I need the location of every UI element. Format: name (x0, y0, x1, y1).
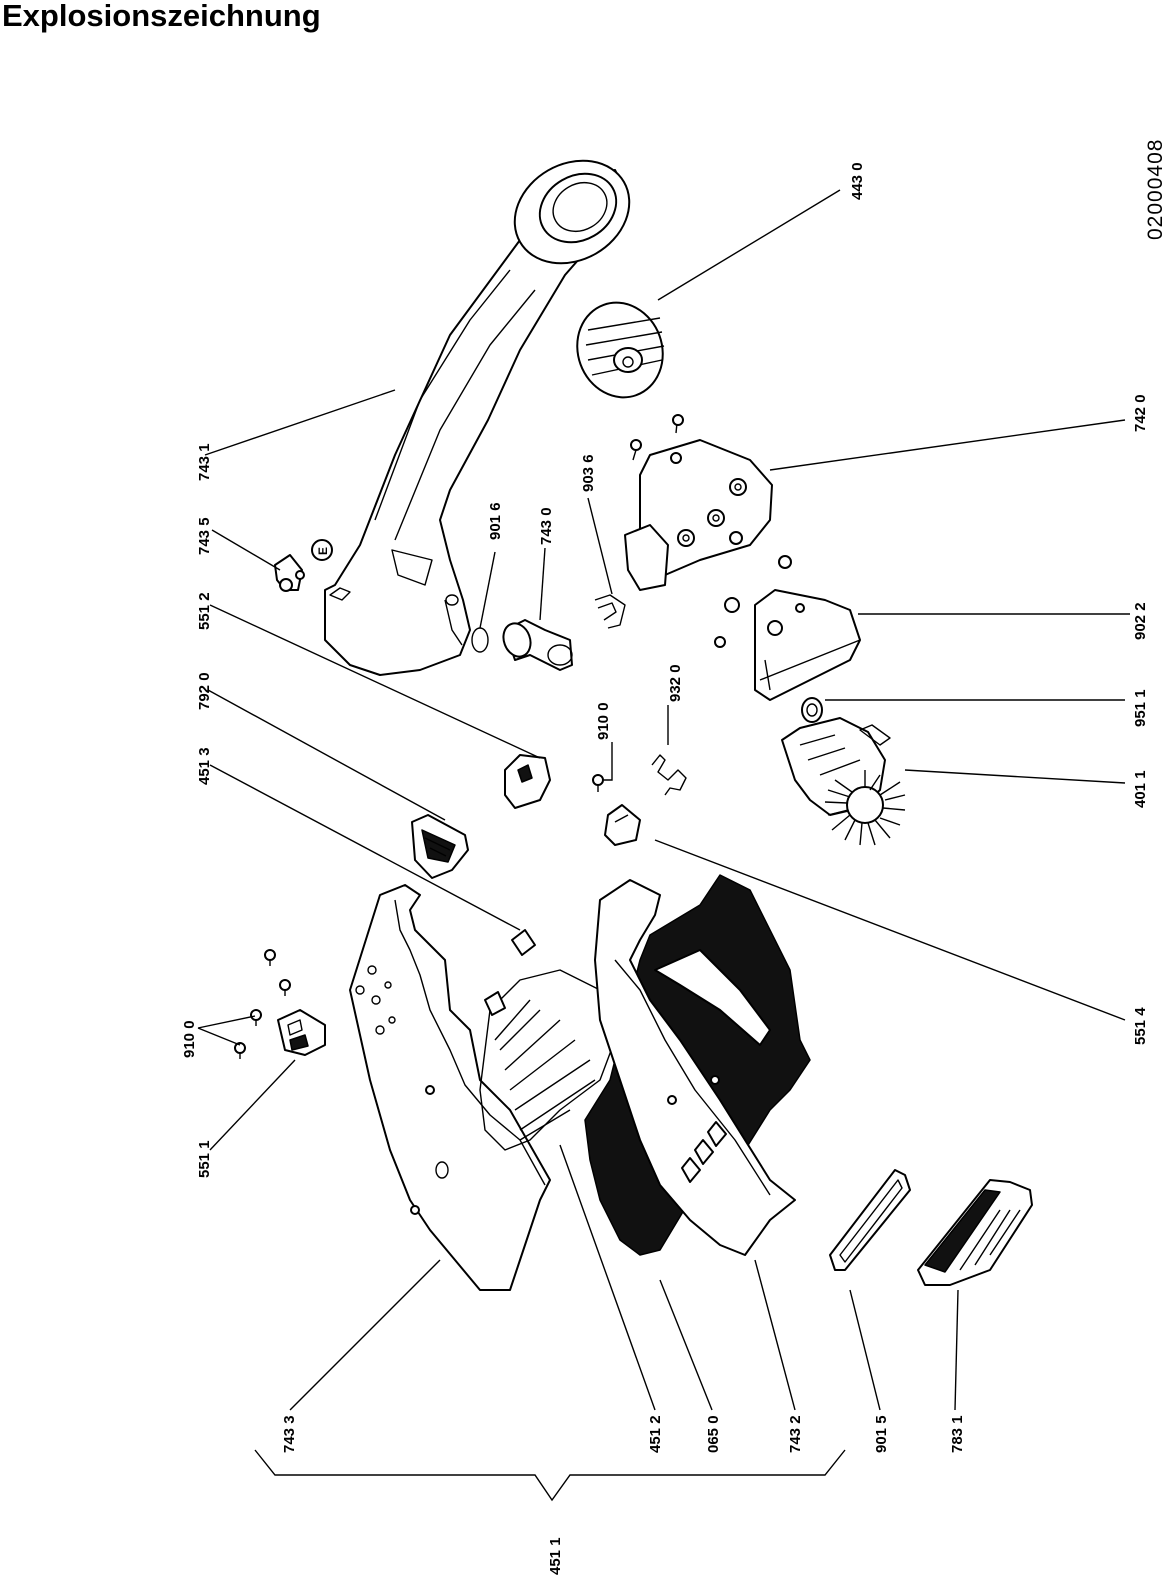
callout-401-1: 401 1 (1132, 770, 1149, 808)
clip (594, 594, 626, 629)
callout-743-3: 743 3 (281, 1415, 298, 1453)
callout-792-0: 792 0 (196, 672, 213, 710)
wire-spring (651, 754, 687, 796)
fan-wheel (576, 301, 665, 399)
callout-551-4: 551 4 (1132, 1007, 1149, 1045)
callout-910-0-upper: 910 0 (595, 702, 612, 740)
screw-upper (592, 774, 604, 792)
callout-743-5: 743 5 (196, 517, 213, 555)
callout-065-0: 065 0 (705, 1415, 722, 1453)
callout-743-1: 743 1 (196, 443, 213, 481)
callout-443-0: 443 0 (849, 162, 866, 200)
motor-bracket (714, 555, 861, 701)
screws-lower (234, 949, 291, 1059)
callout-903-6: 903 6 (580, 454, 597, 492)
e-marker-label: E (316, 547, 330, 555)
callout-451-1: 451 1 (547, 1537, 564, 1575)
callout-451-3: 451 3 (196, 747, 213, 785)
motor (781, 717, 906, 846)
page-title: Explosionszeichnung (2, 0, 321, 33)
callout-551-1: 551 1 (196, 1140, 213, 1178)
callout-902-2: 902 2 (1132, 602, 1149, 640)
clamp-screw (274, 554, 305, 592)
fan-housing (624, 414, 773, 591)
base-plate (349, 884, 551, 1291)
lint-filter (917, 1179, 1033, 1286)
callout-783-1: 783 1 (949, 1415, 966, 1453)
e-marker (311, 539, 333, 561)
callout-743-0: 743 0 (538, 507, 555, 545)
air-duct-housing (324, 159, 631, 676)
connector (504, 754, 551, 809)
filter-cartridge (411, 814, 469, 879)
gasket-ring (829, 1169, 911, 1271)
callout-910-0-lower: 910 0 (181, 1020, 198, 1058)
switch (277, 1009, 326, 1056)
terminal-block (604, 804, 641, 846)
o-ring (471, 627, 489, 653)
document-number: 02000408 (1144, 139, 1167, 240)
callout-743-2: 743 2 (787, 1415, 804, 1453)
callout-742-0: 742 0 (1132, 394, 1149, 432)
callout-551-2: 551 2 (196, 592, 213, 630)
heating-element (479, 929, 616, 1151)
leader-lines (197, 189, 1130, 1502)
air-duct-channel (594, 879, 796, 1256)
elbow-pipe (502, 619, 573, 671)
bushing (801, 697, 823, 723)
callout-932-0: 932 0 (667, 664, 684, 702)
callout-451-2: 451 2 (647, 1415, 664, 1453)
callout-901-6: 901 6 (487, 502, 504, 540)
callout-901-5: 901 5 (873, 1415, 890, 1453)
callout-951-1: 951 1 (1132, 689, 1149, 727)
